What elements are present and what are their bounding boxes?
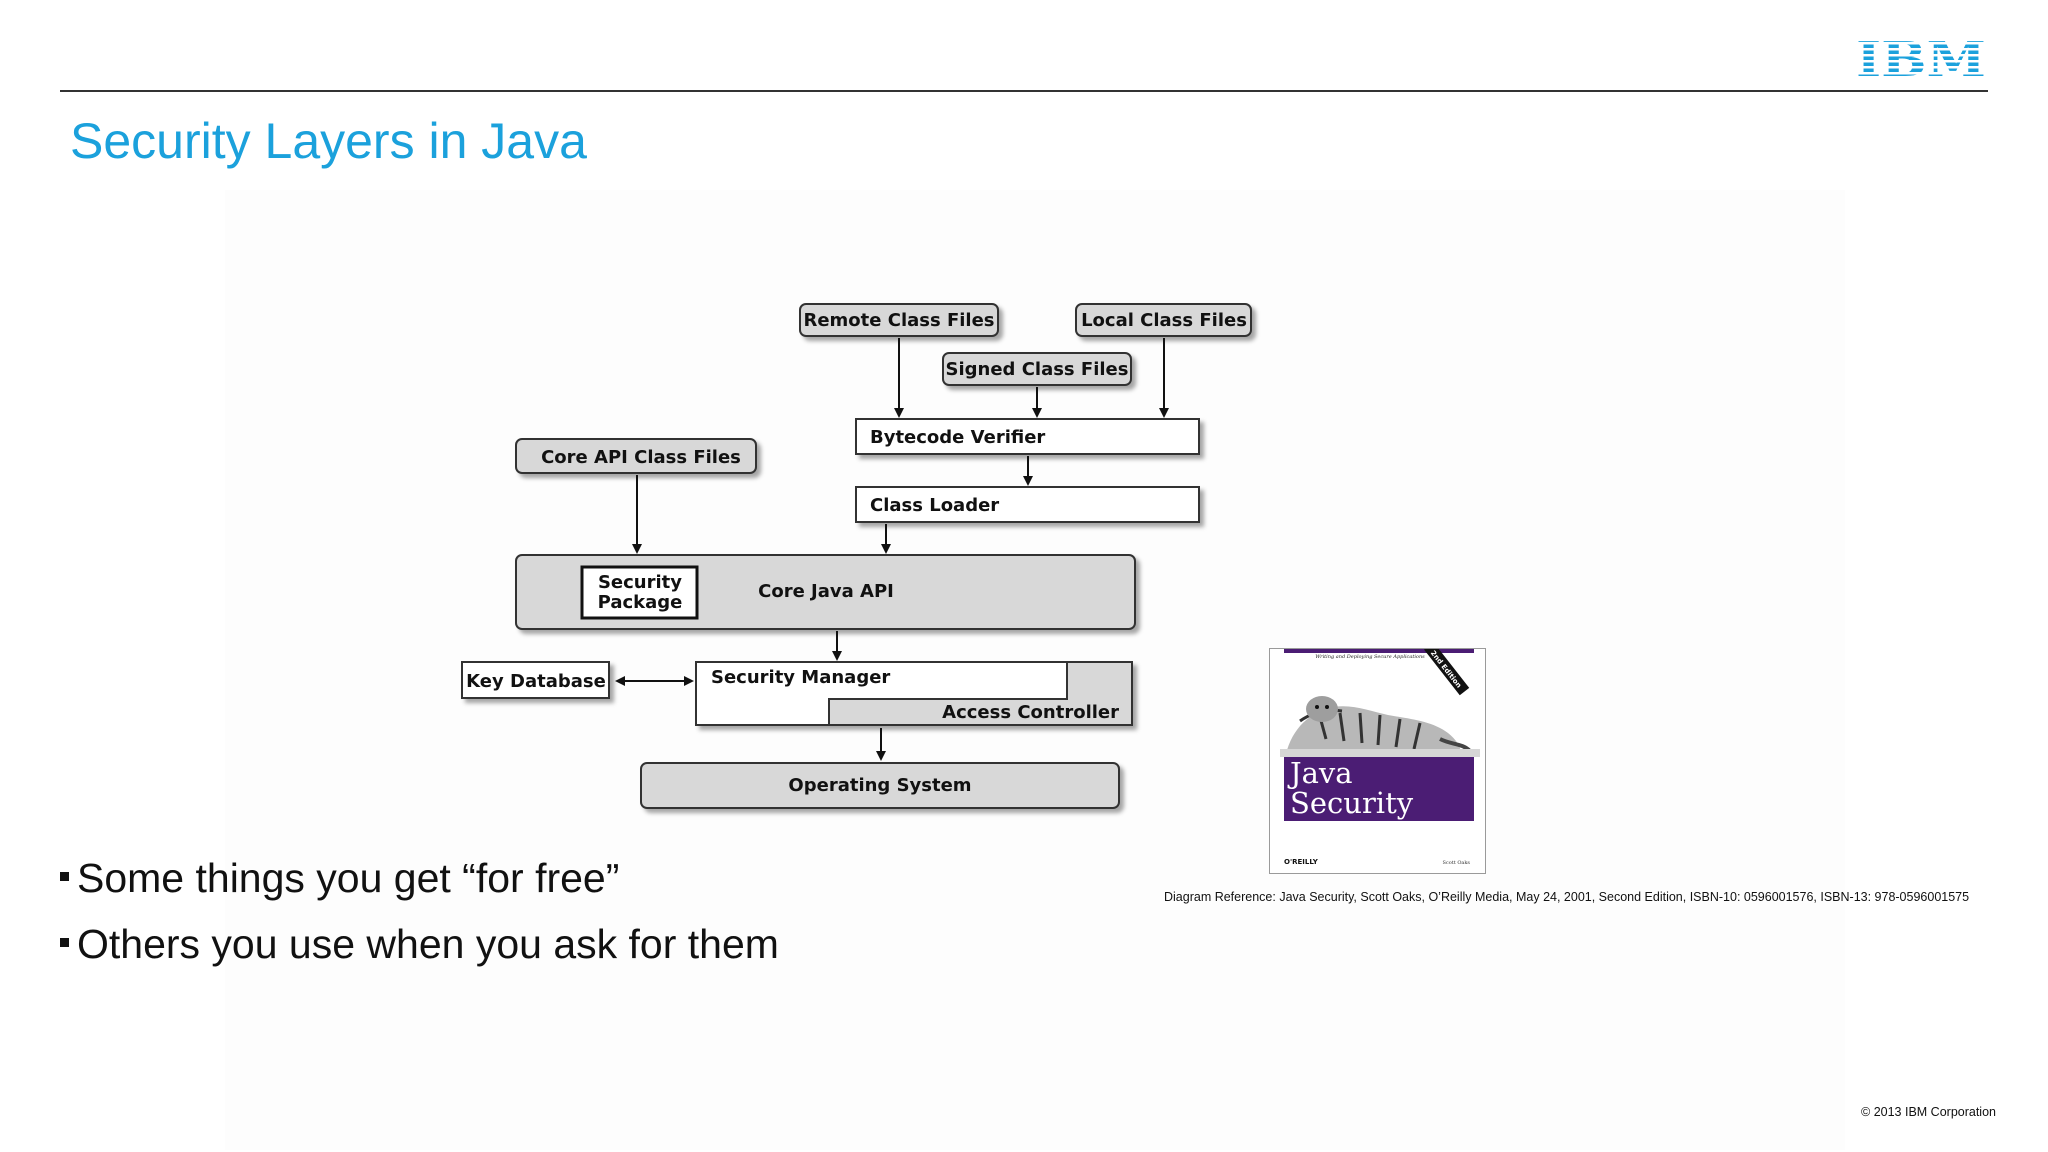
bullet-square-icon: [60, 872, 69, 881]
header-divider: [60, 90, 1988, 92]
bullet-text: Others you use when you ask for them: [77, 921, 779, 967]
key-database-label: Key Database: [466, 671, 606, 692]
local-class-files-label: Local Class Files: [1081, 310, 1247, 331]
signed-class-files-box: Signed Class Files: [942, 352, 1132, 386]
book-cover-image: Writing and Deploying Secure Application…: [1269, 642, 1486, 874]
access-controller-label: Access Controller: [942, 702, 1119, 723]
page-title: Security Layers in Java: [70, 113, 587, 169]
core-api-class-files-box: Core API Class Files: [515, 438, 757, 474]
book-top-line: Writing and Deploying Secure Application…: [1315, 654, 1425, 660]
ibm-logo: IBM: [1856, 38, 1986, 80]
key-database-box: Key Database: [461, 661, 610, 699]
book-publisher: O'REILLY: [1284, 858, 1319, 866]
diagram-arrows: [615, 338, 1169, 761]
security-package-label-line1: Security: [598, 572, 682, 593]
core-api-class-files-label: Core API Class Files: [541, 447, 741, 468]
local-class-files-box: Local Class Files: [1075, 303, 1252, 337]
book-cover-art: Writing and Deploying Secure Application…: [1270, 642, 1485, 873]
class-loader-label: Class Loader: [870, 495, 999, 516]
bytecode-verifier-box: Bytecode Verifier: [855, 418, 1200, 455]
operating-system-box: Operating System: [640, 762, 1120, 809]
operating-system-label: Operating System: [788, 775, 971, 796]
tiger-illustration: [1280, 696, 1480, 757]
security-manager-box: Security Manager Access Controller: [695, 661, 1133, 726]
core-java-api-label: Core Java API: [758, 581, 894, 602]
bullet-text: Some things you get “for free”: [77, 855, 620, 901]
security-manager-label: Security Manager: [711, 667, 890, 688]
diagram-reference: Diagram Reference: Java Security, Scott …: [1164, 890, 1970, 904]
book-title-line2: Security: [1290, 786, 1414, 820]
bullet-square-icon: [60, 938, 69, 947]
remote-class-files-label: Remote Class Files: [803, 310, 994, 331]
book-title-line1: Java: [1287, 756, 1353, 790]
book-author: Scott Oaks: [1442, 860, 1470, 866]
ibm-logo-text: IBM: [1856, 38, 1986, 80]
bytecode-verifier-label: Bytecode Verifier: [870, 427, 1045, 448]
bullet-item: Others you use when you ask for them: [60, 921, 779, 987]
book-title-panel: [1284, 757, 1474, 821]
bullet-list: Some things you get “for free” Others yo…: [60, 855, 779, 987]
bullet-item: Some things you get “for free”: [60, 855, 779, 921]
class-loader-box: Class Loader: [855, 486, 1200, 523]
signed-class-files-label: Signed Class Files: [946, 359, 1129, 380]
security-package-label-line2: Package: [598, 592, 683, 613]
remote-class-files-box: Remote Class Files: [799, 303, 999, 337]
core-java-api-box: Security Package Core Java API: [515, 554, 1136, 630]
copyright-footer: © 2013 IBM Corporation: [1861, 1105, 1996, 1119]
security-package-box: [580, 565, 699, 620]
